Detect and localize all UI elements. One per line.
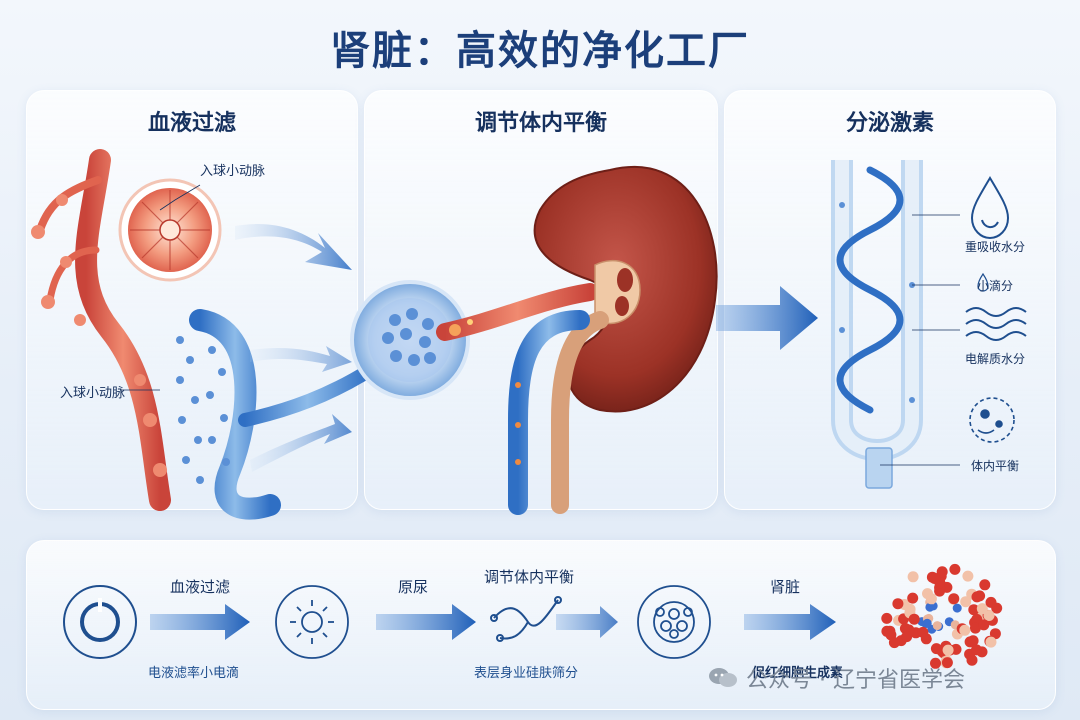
cell-dot <box>966 654 978 666</box>
sun-filter-icon <box>275 585 349 659</box>
step-arrow-icon <box>150 604 250 640</box>
nephron-disk <box>350 280 470 400</box>
cell-balance-icon <box>969 397 1015 443</box>
watermark: 公众号 · 辽宁省医学会 <box>708 662 965 694</box>
flow-arrow-icon <box>716 286 818 350</box>
cell-dot <box>959 624 971 636</box>
glomerulus-cross-section <box>118 178 222 282</box>
ureter-tube <box>551 311 609 514</box>
label-afferent-arteriole-left: 入球小动脉 <box>60 386 126 401</box>
step-arrow-icon <box>376 604 476 640</box>
cell-dot <box>922 618 932 628</box>
cell-dot <box>925 602 935 612</box>
cell-cluster-icon <box>637 585 711 659</box>
cell-dot <box>932 621 942 631</box>
label-small-droplets: 小滴分 <box>976 279 1013 293</box>
cell-dot <box>901 631 913 643</box>
cell-dot <box>948 593 960 605</box>
cell-dot <box>908 613 920 625</box>
molecule-link-icon <box>490 596 562 642</box>
cell-dot <box>969 622 981 634</box>
cell-dot <box>974 590 986 602</box>
step-label-urine: 原尿 <box>398 578 429 596</box>
cell-dot <box>929 573 941 584</box>
cell-dot <box>952 603 962 613</box>
cell-dot <box>985 596 997 608</box>
cell-dot <box>920 633 932 645</box>
cell-dot <box>962 570 974 582</box>
wechat-icon <box>708 666 738 690</box>
cell-dot <box>907 592 919 604</box>
panel-title-homeostasis: 调节体内平衡 <box>474 111 607 136</box>
step-sub-balance: 表层身业硅肤筛分 <box>474 666 579 681</box>
power-ring-icon <box>63 585 137 659</box>
label-afferent-arteriole-top: 入球小动脉 <box>200 164 266 179</box>
cell-dot <box>983 610 995 621</box>
droplet-small-icon <box>977 272 989 292</box>
step-label-kidney: 肾脏 <box>770 578 801 596</box>
panel-title-hormone: 分泌激素 <box>845 111 934 136</box>
cell-dot <box>930 657 941 669</box>
cell-dot <box>881 612 893 624</box>
cell-dot <box>989 628 1001 640</box>
cell-dot <box>976 603 988 615</box>
cell-dot <box>979 579 991 591</box>
page-title: 肾脏：高效的净化工厂 <box>330 28 750 74</box>
waves-icon <box>965 307 1027 341</box>
cell-dot <box>936 566 948 578</box>
step-arrow-icon <box>744 604 836 640</box>
label-electrolytes: 电解质水分 <box>964 352 1025 366</box>
u-tube-illustration <box>831 160 923 489</box>
cell-dot <box>941 657 953 669</box>
cell-dot <box>892 598 904 610</box>
water-drop-icon <box>970 176 1010 240</box>
renal-vein-tube <box>508 310 590 515</box>
step-sub-kidney: 促红细胞生成素 <box>752 666 844 681</box>
cell-dot <box>968 604 980 616</box>
cell-dot <box>971 644 982 656</box>
cell-dot <box>985 636 997 648</box>
cell-dot <box>978 619 990 631</box>
label-water-reabsorption: 重吸收水分 <box>964 240 1025 254</box>
step-label-balance: 调节体内平衡 <box>484 568 575 586</box>
cell-dot <box>907 571 919 583</box>
step-label-filtration: 血液过滤 <box>170 578 231 596</box>
watermark-text: 公众号 · 辽宁省医学会 <box>746 668 965 693</box>
flow-arrow-icon <box>250 414 352 472</box>
panel-title-filtration: 血液过滤 <box>147 111 236 136</box>
vein-illustration <box>176 309 377 520</box>
cell-dot <box>930 643 942 655</box>
cell-dot <box>925 593 937 605</box>
flow-arrow-icon <box>250 346 352 372</box>
cell-dot <box>888 637 900 649</box>
step-arrow-icon <box>556 606 618 638</box>
artery-illustration <box>31 149 171 511</box>
step-sub-filtration: 电液滤率小电滴 <box>148 666 240 681</box>
cell-dot <box>960 596 972 608</box>
label-homeostasis: 体内平衡 <box>970 459 1019 473</box>
flow-arrow-icon <box>235 224 352 270</box>
red-blood-cell-cluster <box>881 563 1003 669</box>
cell-dot <box>967 635 979 647</box>
cell-dot <box>942 644 954 656</box>
cell-dot <box>949 563 961 575</box>
